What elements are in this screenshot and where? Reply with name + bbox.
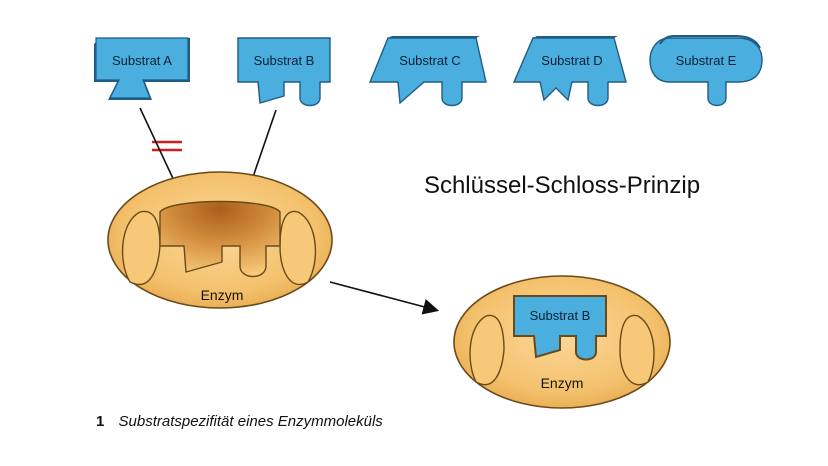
enzyme-substrate-complex: Substrat B Enzym <box>453 275 671 409</box>
substrate-c-label: Substrat C <box>399 53 460 68</box>
enzyme-left-label: Enzym <box>201 287 244 303</box>
enzyme-left: Enzym <box>107 171 333 309</box>
substrate-b: Substrat B <box>237 37 331 107</box>
not-fitting-marker <box>152 140 182 152</box>
substrate-e: Substrat E <box>649 35 763 107</box>
substrate-e-label: Substrat E <box>676 53 737 68</box>
complex-substrate-label: Substrat B <box>530 308 591 323</box>
substrate-c: Substrat C <box>368 36 487 107</box>
substrate-d-label: Substrat D <box>541 53 602 68</box>
figure-caption: 1 Substratspezifität eines Enzymmoleküls <box>96 413 383 430</box>
figure-caption-text: Substratspezifität eines Enzymmoleküls <box>118 413 383 430</box>
substrate-a-label: Substrat A <box>112 53 172 68</box>
diagram-title: Schlüssel-Schloss-Prinzip <box>424 172 700 199</box>
substrate-b-label: Substrat B <box>254 53 315 68</box>
complex-enzyme-label: Enzym <box>541 375 584 391</box>
substrate-d: Substrat D <box>512 36 627 107</box>
figure-number: 1 <box>96 413 105 430</box>
arrow-enzyme-to-complex <box>329 281 440 315</box>
substrate-a: Substrat A <box>94 37 190 100</box>
